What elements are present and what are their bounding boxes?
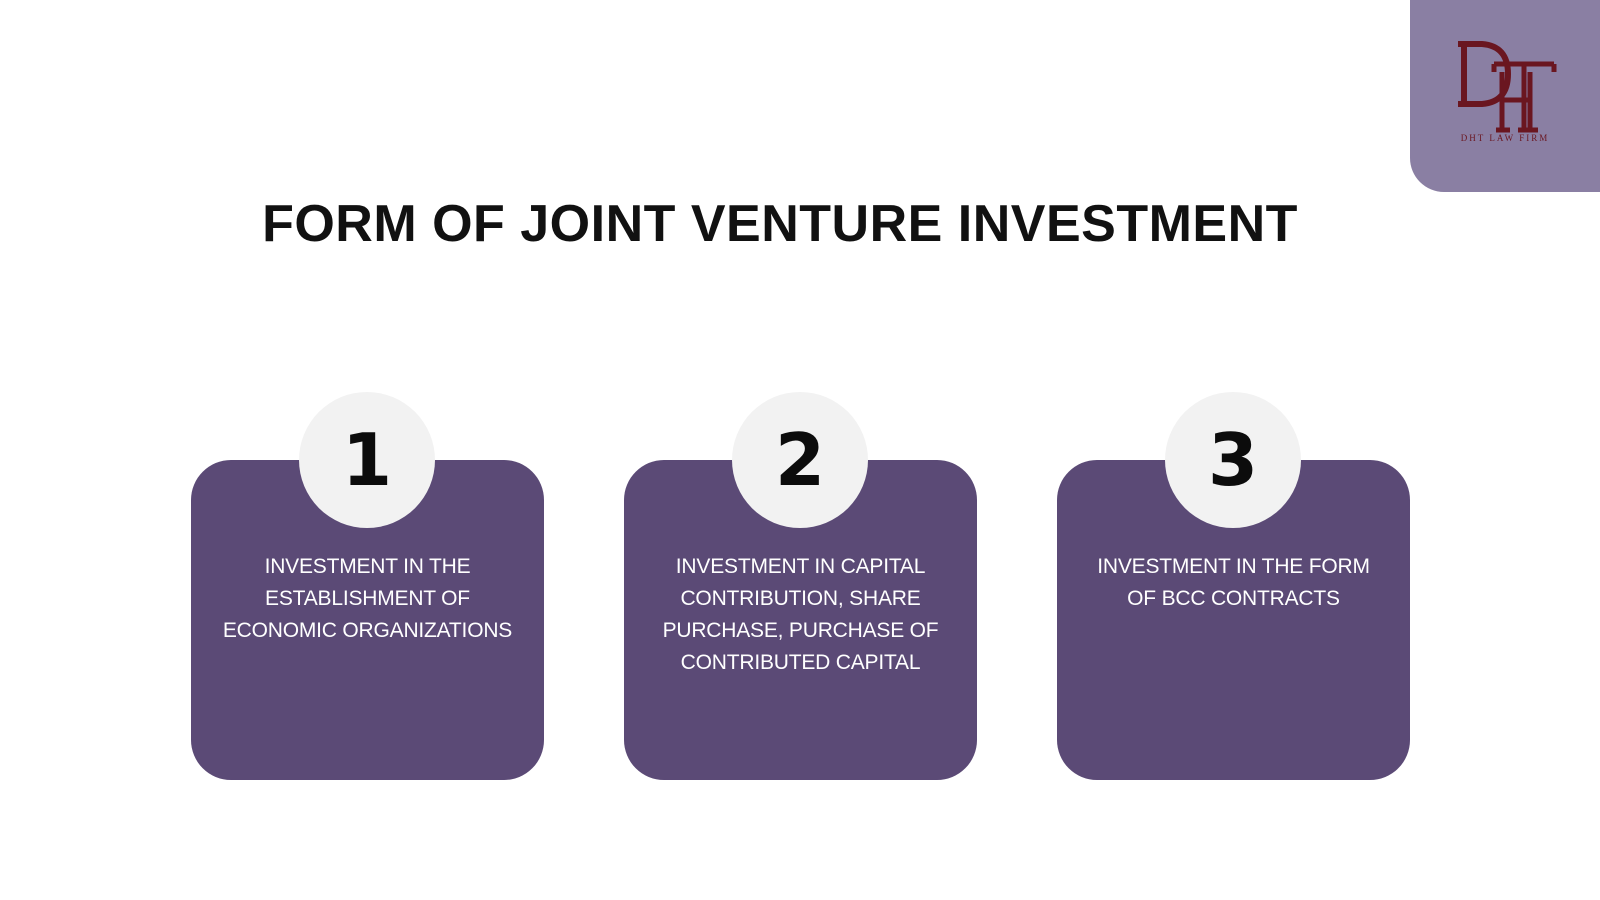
number-badge-2: 2 <box>732 392 868 528</box>
card-3-text: INVESTMENT IN THE FORM OF BCC CONTRACTS <box>1097 555 1370 610</box>
investment-form-card-2: INVESTMENT IN CAPITAL CONTRIBUTION, SHAR… <box>624 460 977 780</box>
number-badge-1: 1 <box>299 392 435 528</box>
card-2-text: INVESTMENT IN CAPITAL CONTRIBUTION, SHAR… <box>662 555 939 674</box>
logo-panel: DHT LAW FIRM <box>1410 0 1600 192</box>
dht-logo-icon <box>1458 41 1557 133</box>
logo-caption: DHT LAW FIRM <box>1460 133 1550 143</box>
page-title: FORM OF JOINT VENTURE INVESTMENT <box>262 195 1298 253</box>
number-badge-3: 3 <box>1165 392 1301 528</box>
card-1-text: INVESTMENT IN THE ESTABLISHMENT OF ECONO… <box>222 555 513 642</box>
